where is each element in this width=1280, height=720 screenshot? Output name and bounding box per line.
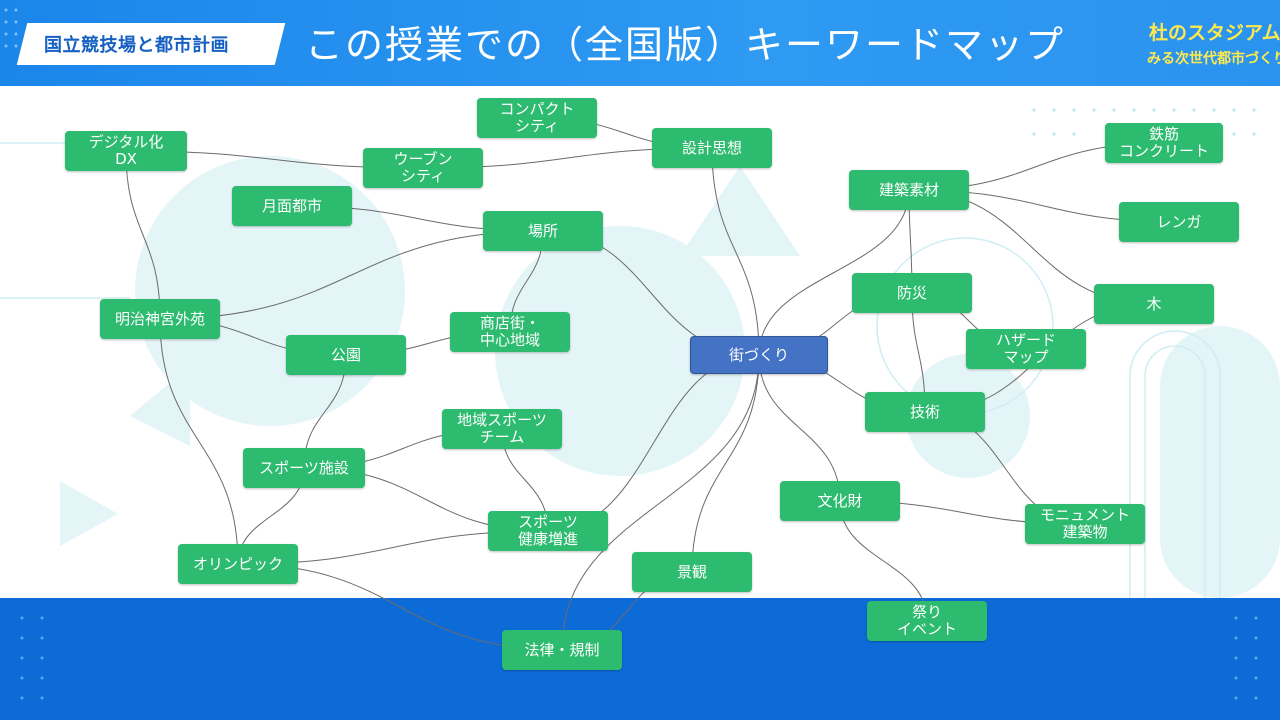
logo-line-1: 杜のスタジアムに — [1149, 22, 1280, 44]
keyword-node-machi: 街づくり — [690, 336, 828, 374]
keyword-node-moon: 月面都市 — [232, 186, 352, 226]
keyword-node-chiiki: 地域スポーツ チーム — [442, 409, 562, 449]
keyword-node-monument: モニュメント 建築物 — [1025, 504, 1145, 544]
keyword-node-olympic: オリンピック — [178, 544, 298, 584]
header-dot-pattern — [4, 8, 18, 48]
page-title: この授業での（全国版）キーワードマップ — [305, 23, 1066, 67]
keyword-node-woven: ウーブン シティ — [363, 148, 483, 188]
keyword-node-digital: デジタル化 DX — [65, 131, 187, 171]
project-logo: 杜のスタジアムに みる次世代都市づくり — [1145, 18, 1280, 72]
footer-bar — [0, 598, 1280, 720]
keyword-node-sports_shisetsu: スポーツ施設 — [243, 448, 365, 488]
keyword-node-compact: コンパクト シティ — [477, 98, 597, 138]
keyword-node-meiji: 明治神宮外苑 — [100, 299, 220, 339]
keyword-node-tekkin: 鉄筋 コンクリート — [1105, 123, 1223, 163]
keyword-node-keikan: 景観 — [632, 552, 752, 592]
header-bar: 国立競技場と都市計画 この授業での（全国版）キーワードマップ 杜のスタジアムに … — [0, 0, 1280, 86]
keyword-node-koen: 公園 — [286, 335, 406, 375]
keyword-node-sports_kenko: スポーツ 健康増進 — [488, 511, 608, 551]
logo-line-2: みる次世代都市づくり — [1147, 51, 1280, 67]
keyword-node-kenchiku: 建築素材 — [849, 170, 969, 210]
keyword-node-bunkazai: 文化財 — [780, 481, 900, 521]
section-tag: 国立競技場と都市計画 — [44, 35, 229, 56]
keyword-node-renga: レンガ — [1119, 202, 1239, 242]
keyword-node-basho: 場所 — [483, 211, 603, 251]
keyword-node-bosai: 防災 — [852, 273, 972, 313]
footer-dot-pattern — [20, 616, 1258, 700]
keyword-node-gijutsu: 技術 — [865, 392, 985, 432]
keyword-node-sekkei: 設計思想 — [652, 128, 772, 168]
keyword-node-matsuri: 祭り イベント — [867, 601, 987, 641]
keyword-node-shotengai: 商店街・ 中心地域 — [450, 312, 570, 352]
keyword-node-horitsu: 法律・規制 — [502, 630, 622, 670]
keyword-node-ki: 木 — [1094, 284, 1214, 324]
keyword-node-hazard: ハザード マップ — [966, 329, 1086, 369]
